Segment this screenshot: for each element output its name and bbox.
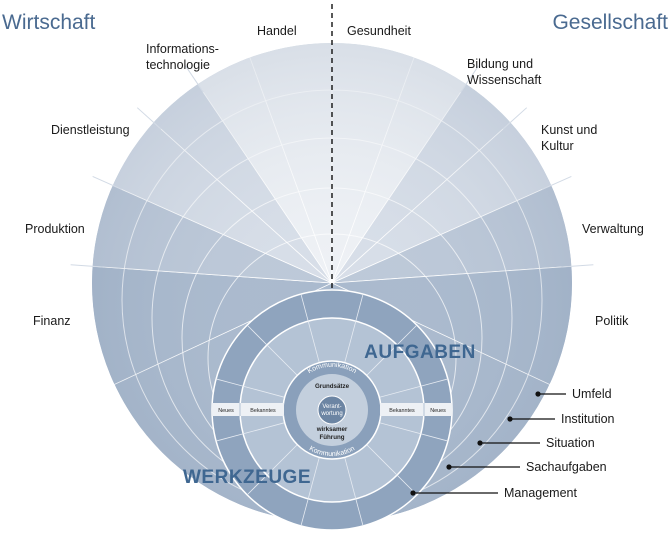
sector-spoke [502,107,528,130]
society-title: Gesellschaft [552,11,668,34]
right-knowledge-bar [380,403,452,416]
sector-it-line1: Informations- [146,42,219,56]
aufgaben-label: AUFGABEN [364,342,476,363]
layer-institution: Institution [561,412,615,426]
core-spoke [246,444,298,496]
core-spoke [246,324,298,376]
dot-sachaufgaben [446,464,452,470]
dot-management [410,490,416,496]
werkzeuge-label: WERKZEUGE [183,467,311,488]
sector-produktion: Produktion [25,222,85,236]
layer-umfeld: Umfeld [572,387,612,401]
sector-bildung-line1: Bildung und [467,57,533,71]
sector-spoke [541,175,572,190]
sector-it-line2: technologie [146,58,210,72]
neues-right-label: Neues [430,408,446,414]
fuehrung-line1: wirksamer [316,426,348,433]
sector-spoke [460,65,479,93]
dot-umfeld [535,391,541,397]
sector-bildung-line2: Wissenschaft [467,73,542,87]
layer-management: Management [504,486,577,500]
core-spoke [300,293,320,363]
sector-spoke [92,175,123,190]
layer-sachaufgaben: Sachaufgaben [526,460,607,474]
layer-dots [410,391,541,496]
core-center [317,395,347,425]
core-spoke [300,457,320,527]
sector-spoke [136,107,162,130]
neues-left-label: Neues [218,408,234,414]
sector-dienstleistung: Dienstleistung [51,123,130,137]
fuehrung-line2: Führung [319,434,344,441]
sector-handel: Handel [257,24,297,38]
core-spoke [379,422,449,442]
verantwortung-line2: wortung [320,411,342,417]
sector-spoke [70,264,103,268]
sector-spokes [70,65,594,268]
layer-leaders [413,393,566,494]
core-spoke [379,378,449,398]
core-model: Neues Bekanntes Bekanntes Neues Kommunik… [183,289,476,531]
sector-kunst-line2: Kultur [541,139,574,153]
sector-politik: Politik [595,314,629,328]
core-spoke [215,378,285,398]
core-spoke [366,324,418,376]
core-spokes [215,293,449,527]
sector-finanz: Finanz [33,314,71,328]
sector-kunst-line1: Kunst und [541,123,597,137]
bekanntes-right-label: Bekanntes [389,408,415,414]
bekanntes-left-label: Bekanntes [250,408,276,414]
sector-gesundheit: Gesundheit [347,24,411,38]
core-spoke [344,457,364,527]
dot-institution [507,416,513,422]
economy-title: Wirtschaft [2,11,96,34]
left-knowledge-bar [212,403,284,416]
grundsaetze-label: Grundsätze [315,383,350,390]
core-spoke [215,422,285,442]
sector-verwaltung: Verwaltung [582,222,644,236]
sector-spoke [561,264,594,268]
core-spoke [366,444,418,496]
core-spoke [344,293,364,363]
layer-situation: Situation [546,436,595,450]
sector-spoke [185,65,204,93]
dot-situation [477,440,483,446]
verantwortung-line1: Verant- [322,404,341,410]
